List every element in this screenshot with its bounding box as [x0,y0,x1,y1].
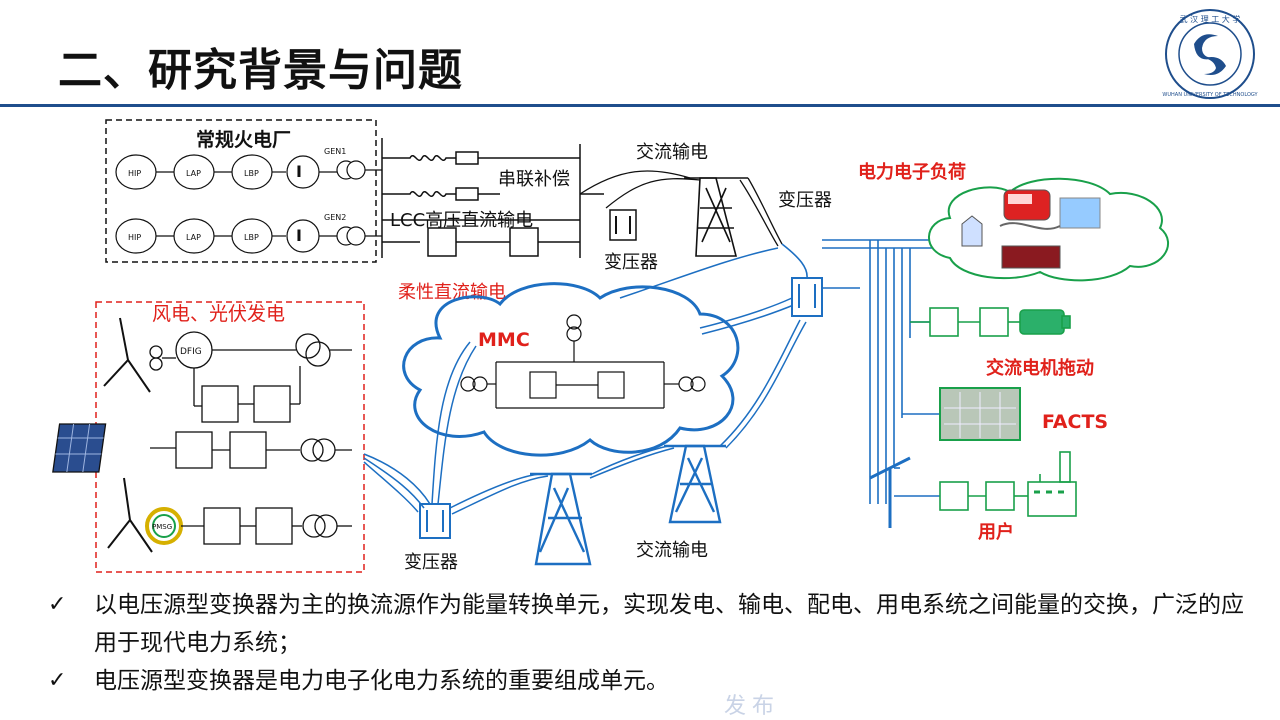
transformer-label-top: 变压器 [604,252,658,273]
logo-text: WUHAN UNIVERSITY OF TECHNOLOGY [1162,92,1258,98]
lbp-label-2: LBP [244,233,259,242]
ac-trans-label-bottom: 交流输电 [636,540,708,561]
pmsg-label: PMSG [152,523,172,531]
check-icon: ✓ [48,592,67,617]
pe-load-label: 电力电子负荷 [858,161,966,183]
hip-label-2: HIP [128,233,141,242]
transformer-label-top2: 变压器 [778,190,832,211]
mmc-cloud [402,282,740,457]
power-system-diagram: 常规火电厂 HIP LAP LBP GEN1 I HIP LAP LBP GEN… [52,119,1170,573]
series-comp-label: 串联补偿 [498,169,570,190]
transformer-top [609,209,637,241]
turbine-row-1 [115,154,382,190]
wind-pv-label: 风电、光伏发电 [152,303,285,325]
check-icon: ✓ [48,668,67,693]
thermal-plant-label: 常规火电厂 [196,128,291,151]
lap-label-2: LAP [186,233,201,242]
mmc-circuit [460,314,706,409]
bullet-text-2: 电压源型变换器是电力电子化电力系统的重要组成单元。 [94,668,669,694]
transformer-label-bottom: 变压器 [404,552,458,573]
pole-right [869,456,911,528]
svg-text:武 汉 理 工 大 学: 武 汉 理 工 大 学 [1180,14,1241,24]
overhead-lines-bottom [363,247,807,515]
dfig-label: DFIG [180,347,202,357]
title-divider [0,104,1280,107]
bullet-list: ✓ 以电压源型变换器为主的换流源作为能量转换单元，实现发电、输电、配电、用电系统… [48,586,1248,700]
thermal-transmission-lines [381,138,604,258]
hip-label-1: HIP [128,169,141,178]
bullet-item-1: ✓ 以电压源型变换器为主的换流源作为能量转换单元，实现发电、输电、配电、用电系统… [48,586,1248,662]
overhead-lines-top [579,170,783,247]
lcc-hvdc-label: LCC高压直流输电 [390,210,533,231]
pv-branch [52,423,352,473]
tower-bottom-2 [664,444,726,524]
ac-motor-drive [910,307,1071,337]
transformer-bottom [419,503,451,539]
pe-load-devices [961,189,1101,269]
facts-label: FACTS [1042,411,1108,433]
gen1-label: GEN1 [324,147,346,156]
mmc-label: MMC [478,329,530,351]
bullet-item-2: ✓ 电压源型变换器是电力电子化电力系统的重要组成单元。 [48,662,1248,700]
page-title: 二、研究背景与问题 [58,45,463,96]
thermal-plant-box [105,119,377,263]
svg-text:I: I [296,226,302,245]
transformer-right [791,277,823,317]
svg-text:I: I [296,162,302,181]
bullet-text-1: 以电压源型变换器为主的换流源作为能量转换单元，实现发电、输电、配电、用电系统之间… [94,592,1244,656]
tower-top [684,177,748,257]
dfig-branch [103,317,352,423]
turbine-row-2 [115,218,382,254]
ac-trans-label-top: 交流输电 [636,142,708,163]
user-label: 用户 [978,521,1014,543]
lbp-label-1: LBP [244,169,259,178]
tower-bottom-1 [530,472,592,566]
user-branch [939,451,1077,517]
university-seal-icon: 武 汉 理 工 大 学 WUHAN UNIVERSITY OF TECHNOLO… [1162,9,1259,99]
ac-motor-label: 交流电机拖动 [986,357,1094,379]
watermark: 发布 [724,694,781,719]
facts-substation [939,387,1021,441]
gen2-label: GEN2 [324,213,346,222]
lap-label-1: LAP [186,169,201,178]
pmsg-branch [107,477,352,553]
